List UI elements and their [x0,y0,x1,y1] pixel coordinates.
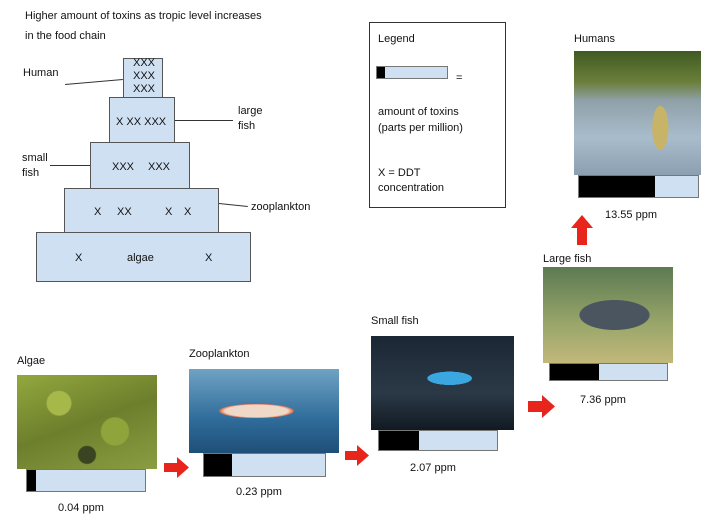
label-small-fish-1: small [22,152,48,164]
small-fish-ppm: 2.07 ppm [410,462,456,474]
legend-box: Legend = amount of toxins (parts per mil… [369,22,506,208]
ddt-mark: X [205,252,213,264]
tier-human: XXX XXX XXX [123,57,163,98]
label-zooplankton: zooplankton [251,201,311,213]
label-small-fish-2: fish [22,167,40,179]
ddt-mark: XXX [112,161,135,173]
toxin-bar-fill [550,364,600,380]
leader-line [65,78,123,85]
legend-bar-fill [377,67,386,78]
ddt-mark: X XX XXX [116,116,167,128]
ddt-mark: XX [117,206,132,218]
algae-label: algae [127,252,154,264]
legend-desc-2: (parts per million) [378,122,463,134]
right-arrow-icon [164,457,189,478]
label-large-fish-1: large [238,105,263,117]
ddt-mark: X [94,206,102,218]
toxin-bar-fill [204,454,232,476]
toxin-bar-fill [379,431,420,450]
leader-line [50,165,90,166]
label-large-fish-2: fish [238,120,256,132]
leader-line [175,120,233,121]
tier-algae: X algae X [36,232,251,282]
ddt-mark: XXX [133,70,156,82]
zooplankton-ppm: 0.23 ppm [236,486,282,498]
tier-zooplankton: X XX X X [64,188,219,233]
toxin-bar-zooplankton [203,453,326,477]
large-fish-ppm: 7.36 ppm [580,394,626,406]
up-arrow-icon [571,215,593,245]
toxin-bar-fill [579,176,656,197]
legend-x-1: X = DDT [378,167,421,179]
label-human: Human [23,67,59,79]
ddt-mark: XXX [148,161,171,173]
title-line-2: in the food chain [25,30,106,42]
ddt-mark: XXX [133,83,156,95]
toxin-bar-small-fish [378,430,498,451]
algae-label: Algae [17,355,46,367]
ddt-mark: X [165,206,173,218]
humans-ppm: 13.55 ppm [605,209,657,221]
algae-ppm: 0.04 ppm [58,502,104,514]
small-fish-photo [371,336,514,430]
legend-equals: = [456,72,463,84]
legend-title: Legend [378,33,415,45]
algae-photo [17,375,157,469]
small-fish-label: Small fish [371,315,419,327]
toxin-bar-fill [27,470,37,491]
large-fish-photo [543,267,673,363]
title-line-1: Higher amount of toxins as tropic level … [25,10,262,22]
ddt-mark: X [184,206,192,218]
zooplankton-photo [189,369,339,453]
tier-large-fish: X XX XXX [109,97,175,143]
leader-line [218,203,248,208]
humans-photo [574,51,701,175]
toxin-bar-large-fish [549,363,668,381]
toxin-bar-algae [26,469,146,492]
right-arrow-icon [345,445,369,466]
legend-desc-1: amount of toxins [378,106,459,118]
large-fish-label: Large fish [543,253,592,265]
legend-sample-bar [376,66,448,79]
toxin-bar-humans [578,175,699,198]
humans-label: Humans [574,33,615,45]
zooplankton-label: Zooplankton [189,348,250,360]
ddt-mark: X [75,252,83,264]
right-arrow-icon [528,395,555,418]
legend-x-2: concentration [378,182,445,194]
ddt-mark: XXX [133,57,156,69]
tier-small-fish: XXX XXX [90,142,190,189]
